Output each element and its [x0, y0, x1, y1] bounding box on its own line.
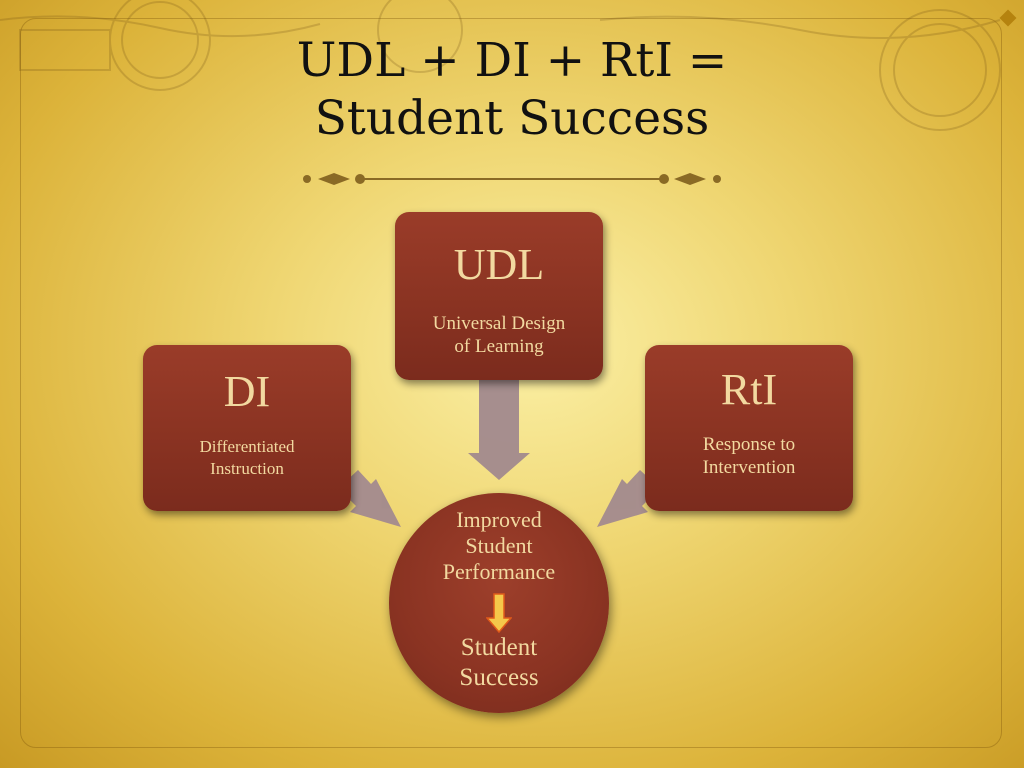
outcome-line-2: Student: [465, 533, 533, 558]
rti-subtitle-line-2: Intervention: [702, 457, 796, 478]
down-arrow-icon: [486, 593, 512, 633]
title-line-2: Student Success: [314, 91, 710, 146]
di-subtitle-line-2: Instruction: [210, 459, 284, 478]
outcome-line-1: Improved: [456, 507, 542, 532]
rti-subtitle-line-1: Response to: [702, 434, 796, 455]
rti-title: RtI: [720, 365, 778, 414]
di-subtitle-line-1: Differentiated: [199, 437, 295, 456]
rti-box: RtI Response to Intervention: [645, 345, 853, 511]
outcome-circle: Improved Student Performance Student Suc…: [389, 493, 609, 713]
udl-subtitle-line-1: Universal Design: [432, 313, 566, 334]
title-line-1: UDL + DI + RtI =: [296, 33, 728, 88]
di-box: DI Differentiated Instruction: [143, 345, 351, 511]
udl-subtitle-line-2: of Learning: [454, 336, 544, 357]
di-title: DI: [223, 367, 271, 416]
udl-box: UDL Universal Design of Learning: [395, 212, 603, 380]
arrow-udl-to-center: [468, 380, 530, 480]
slide-frame: [20, 18, 1002, 748]
postmark-stamp-background: [0, 0, 1001, 131]
divider-ornament-icon: [303, 173, 721, 185]
outcome-bottom-line-2: Success: [459, 664, 539, 691]
udl-title: UDL: [453, 240, 545, 289]
outcome-line-3: Performance: [442, 559, 556, 584]
outcome-bottom-line-1: Student: [460, 634, 538, 661]
slide-title: UDL + DI + RtI = Student Success: [0, 32, 1024, 148]
